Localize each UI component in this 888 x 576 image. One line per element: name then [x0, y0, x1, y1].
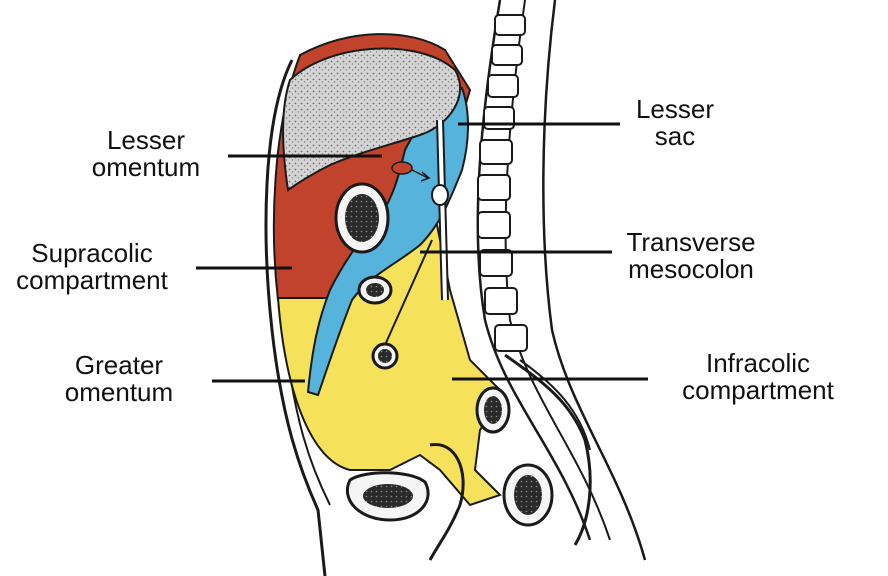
label-infracolic-line2: compartment [682, 375, 834, 405]
label-greater-omentum-line1: Greater [74, 350, 164, 380]
label-transverse-mesocolon: Transverse mesocolon [606, 229, 776, 283]
label-transverse-mesocolon-line2: mesocolon [628, 254, 754, 284]
label-infracolic-compartment: Infracolic compartment [658, 350, 858, 404]
back-surface [542, 0, 647, 561]
epiploic-foramen-arrow [411, 169, 429, 179]
label-supracolic-line2: compartment [16, 265, 168, 295]
label-supracolic-line1: Supracolic [31, 238, 153, 268]
label-transverse-mesocolon-line1: Transverse [626, 227, 756, 257]
bladder-lumen [363, 484, 413, 508]
pancreas [391, 161, 413, 175]
spinal-cord-outline [476, 0, 592, 541]
transverse-colon-lumen [366, 283, 384, 297]
label-greater-omentum: Greater omentum [44, 352, 194, 406]
rectum-lumen [514, 475, 542, 515]
spinal-canal [504, 0, 611, 541]
kidney [431, 184, 449, 206]
label-greater-omentum-line2: omentum [64, 377, 174, 407]
sacrum [504, 353, 592, 546]
mesentery [384, 239, 433, 346]
leader-lines [196, 122, 648, 383]
small-bowel-lumen [378, 349, 392, 363]
label-lesser-sac-line1: Lesser [635, 94, 715, 124]
anterior-abdominal-wall [264, 59, 327, 576]
label-lesser-omentum-line1: Lesser [106, 125, 186, 155]
label-lesser-omentum: Lesser omentum [76, 127, 216, 181]
lesser-sac-region [306, 86, 469, 397]
label-lesser-sac: Lesser sac [620, 96, 730, 150]
label-supracolic-compartment: Supracolic compartment [0, 240, 184, 294]
uterus [428, 443, 465, 561]
label-lesser-sac-line2: sac [654, 121, 696, 151]
sigmoid-lumen [484, 396, 502, 424]
stomach-lumen [345, 194, 379, 242]
label-infracolic-line1: Infracolic [705, 348, 811, 378]
label-lesser-omentum-line2: omentum [91, 152, 201, 182]
vertebrae [477, 14, 528, 352]
